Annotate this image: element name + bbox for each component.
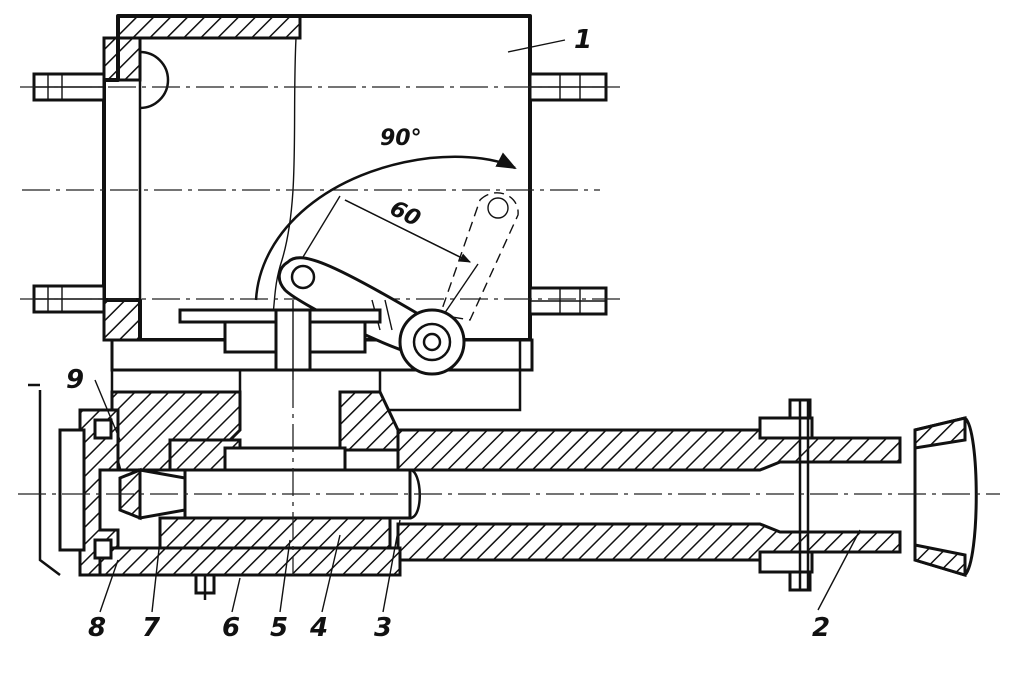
coupling-nut [178, 300, 382, 380]
upper-housing [102, 14, 534, 412]
part-label-6: 6 [222, 613, 240, 643]
part-label-3: 3 [374, 613, 392, 643]
part-label-1: 1 [574, 25, 592, 55]
part-label-8: 8 [88, 613, 106, 643]
angle-dimension: 90° [380, 126, 422, 151]
lever-mechanism [254, 152, 519, 376]
lower-body [28, 383, 978, 600]
part-label-9: 9 [66, 365, 84, 395]
part-label-4: 4 [309, 613, 328, 643]
part-label-5: 5 [270, 613, 288, 643]
length-dimension: 60 [386, 196, 424, 232]
leader-lines [94, 39, 861, 613]
part-label-7: 7 [142, 613, 161, 643]
part-label-2: 2 [812, 613, 830, 643]
